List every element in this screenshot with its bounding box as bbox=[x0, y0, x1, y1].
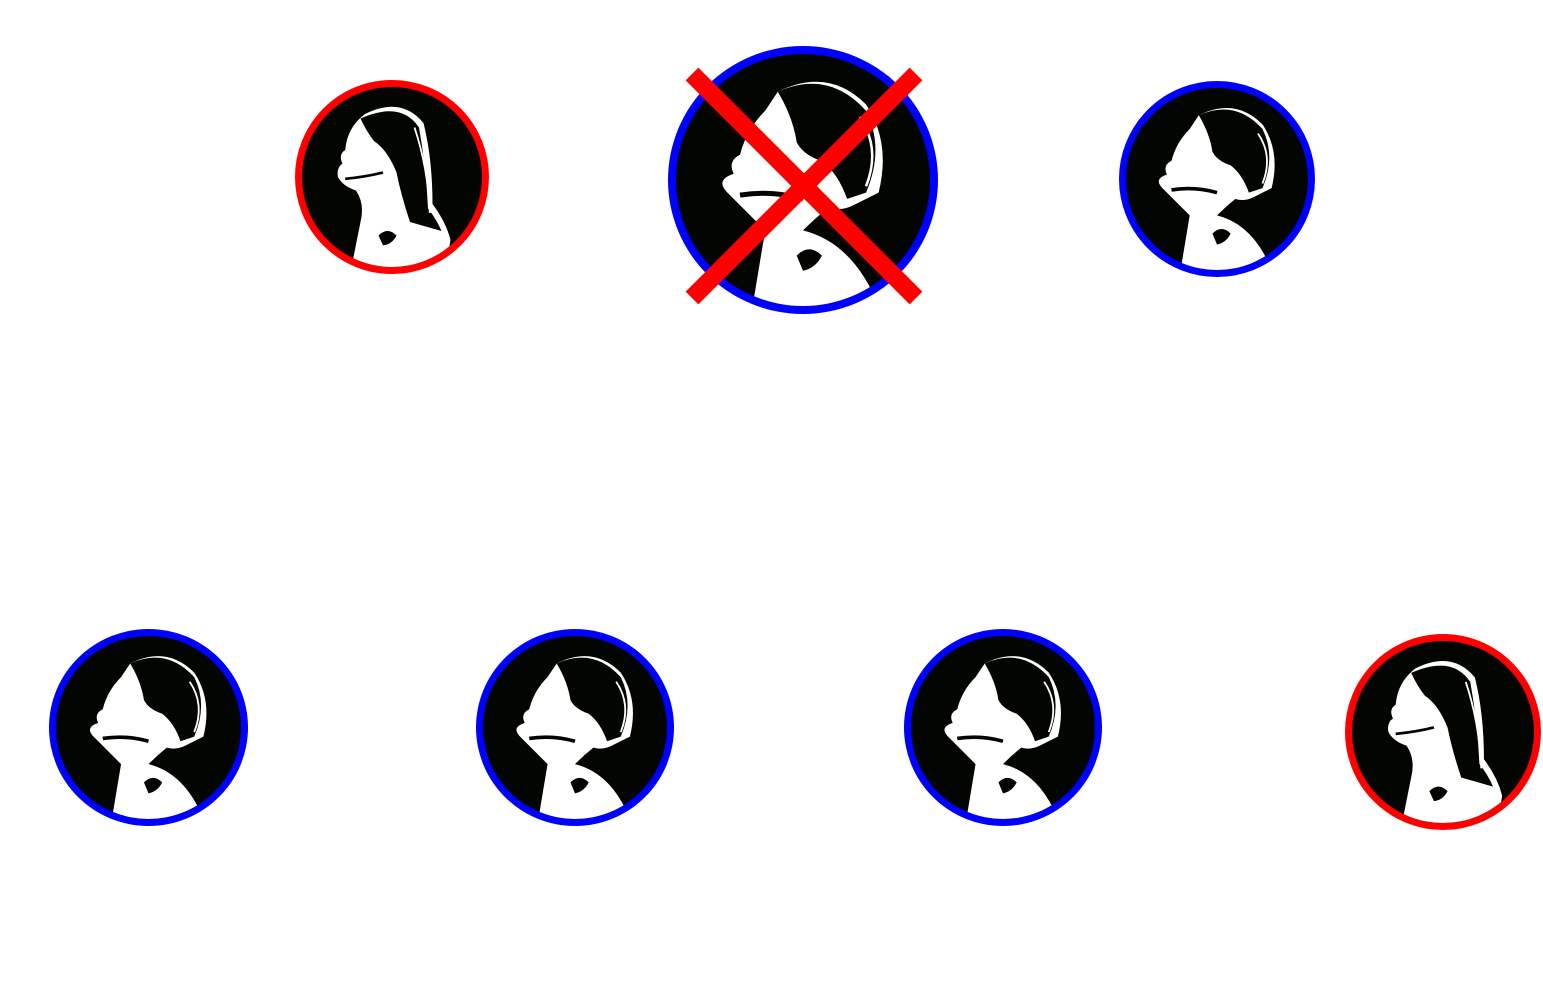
player-token[interactable] bbox=[668, 46, 938, 314]
player-token[interactable] bbox=[904, 629, 1102, 826]
female-portrait-icon bbox=[337, 106, 451, 267]
male-portrait-icon bbox=[1158, 108, 1275, 270]
player-token[interactable] bbox=[295, 80, 489, 274]
male-portrait-icon bbox=[722, 81, 883, 306]
player-token[interactable] bbox=[49, 629, 248, 826]
male-portrait-icon bbox=[516, 656, 633, 819]
player-token[interactable] bbox=[476, 629, 674, 826]
female-portrait-icon bbox=[1387, 661, 1503, 823]
male-portrait-icon bbox=[89, 656, 207, 819]
player-token[interactable] bbox=[1345, 634, 1541, 830]
male-portrait-icon bbox=[944, 656, 1061, 819]
player-token[interactable] bbox=[1119, 81, 1315, 277]
